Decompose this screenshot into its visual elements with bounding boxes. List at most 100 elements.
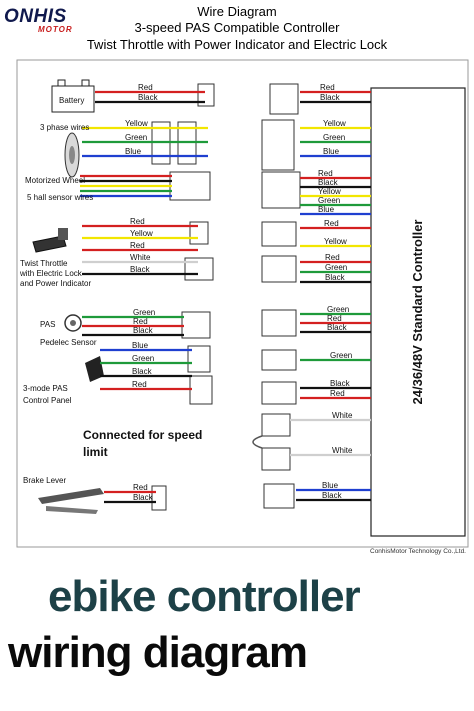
title-line-1: Wire Diagram (197, 4, 277, 19)
wire-label: Blue (323, 147, 340, 156)
title-line-3: Twist Throttle with Power Indicator and … (86, 37, 388, 52)
controller-label: 24/36/48V Standard Controller (410, 220, 425, 405)
throttle-grip-icon (32, 235, 67, 253)
connector (261, 255, 297, 283)
label-throttle-2: with Electric Lock (19, 269, 83, 278)
wire-label: Yellow (318, 187, 341, 196)
connector (261, 221, 297, 247)
label-brake-lever: Brake Lever (23, 476, 66, 485)
connector (261, 413, 291, 437)
battery-terminal (57, 79, 66, 87)
logo-sub: MOTOR (38, 25, 73, 34)
wire-label: Black (327, 323, 348, 332)
wire-label-group: RedBlackYellowGreenBlueRedYellowRedWhite… (125, 83, 353, 502)
wire-label: Black (133, 493, 154, 502)
wire-label: Black (318, 178, 339, 187)
wire-label: Red (325, 253, 340, 262)
label-throttle-1: Twist Throttle (20, 259, 68, 268)
label-speed-limit-2: limit (83, 445, 108, 459)
wire-label: Green (327, 305, 349, 314)
wire-label: Black (322, 491, 343, 500)
label-motorized-wheel: Motorized Wheel (25, 176, 85, 185)
connector (151, 485, 167, 511)
copyright: ConhisMotor Technology Co.,Ltd. (370, 548, 466, 555)
connector (261, 171, 301, 209)
connector (197, 83, 215, 107)
wire-label: Yellow (323, 119, 346, 128)
label-pedelec-sensor: Pedelec Sensor (40, 338, 97, 347)
throttle-lock (58, 228, 68, 240)
connector (169, 171, 211, 201)
battery-box (51, 85, 95, 113)
label-pas-panel-2: Control Panel (23, 396, 72, 405)
logo: ONHIS MOTOR (4, 6, 90, 40)
wiring-diagram: 24/36/48V Standard Controller RedBlackYe… (16, 59, 469, 555)
wire-label: White (332, 446, 353, 455)
wire-label: Green (132, 354, 154, 363)
motor-hub (69, 146, 75, 164)
wire-label: Green (133, 308, 155, 317)
control-panel-icon (85, 356, 104, 382)
title-line-2: 3-speed PAS Compatible Controller (134, 20, 340, 35)
wire-label: Black (138, 93, 159, 102)
wire-label: Green (325, 263, 347, 272)
wire-label: Yellow (130, 229, 153, 238)
connector (261, 309, 297, 337)
wire-label: Black (130, 265, 151, 274)
wire-label: Green (125, 133, 147, 142)
wire-label: Yellow (125, 119, 148, 128)
label-battery: Battery (59, 96, 84, 105)
wire-label: Blue (125, 147, 142, 156)
banner-line-2: wiring diagram (8, 628, 308, 677)
wire-label: Black (320, 93, 341, 102)
pas-sensor-center (70, 320, 76, 326)
wire-label: Red (130, 217, 145, 226)
wire-label: Red (327, 314, 342, 323)
connector (261, 349, 297, 371)
label-throttle-3: and Power Indicator (20, 279, 91, 288)
banner-line-1: ebike controller (48, 572, 361, 621)
wire-label: Red (318, 169, 333, 178)
wire-label: Red (330, 389, 345, 398)
wire-label: Red (138, 83, 153, 92)
wire-group (80, 90, 371, 504)
wire-label: Blue (318, 205, 335, 214)
wire-label: Blue (132, 341, 149, 350)
speed-limit-loop (252, 435, 263, 449)
controller-box (370, 87, 466, 537)
brake-lever-blade (46, 506, 98, 514)
wire-label: White (332, 411, 353, 420)
wire-label: Black (133, 326, 154, 335)
brake-lever-icon (38, 488, 104, 504)
logo-brand: ONHIS (4, 6, 67, 27)
wire-label: Green (318, 196, 340, 205)
connector (261, 119, 295, 171)
connector (187, 345, 211, 373)
wire-label: Red (320, 83, 335, 92)
connector (269, 83, 299, 115)
wire-label: Green (323, 133, 345, 142)
label-pas-panel-1: 3-mode PAS (23, 384, 68, 393)
connector (181, 311, 211, 339)
wire-label: Yellow (324, 237, 347, 246)
wire-label: White (130, 253, 151, 262)
connector (189, 375, 213, 405)
wire-label: Red (133, 483, 148, 492)
wire-label: Black (330, 379, 351, 388)
label-phase-wires: 3 phase wires (40, 123, 89, 132)
wire-label: Red (132, 380, 147, 389)
wire-label: Black (325, 273, 346, 282)
wire-label: Red (133, 317, 148, 326)
wire-label: Green (330, 351, 352, 360)
battery-terminal (81, 79, 90, 87)
wire-label: Blue (322, 481, 339, 490)
wire-label: Red (324, 219, 339, 228)
wire-label: Red (130, 241, 145, 250)
label-speed-limit-1: Connected for speed (83, 428, 202, 442)
label-pas: PAS (40, 320, 55, 329)
connector (263, 483, 295, 509)
wire-label: Black (132, 367, 153, 376)
connector (261, 381, 297, 405)
label-hall-wires: 5 hall sensor wires (27, 193, 93, 202)
connector (261, 447, 291, 471)
